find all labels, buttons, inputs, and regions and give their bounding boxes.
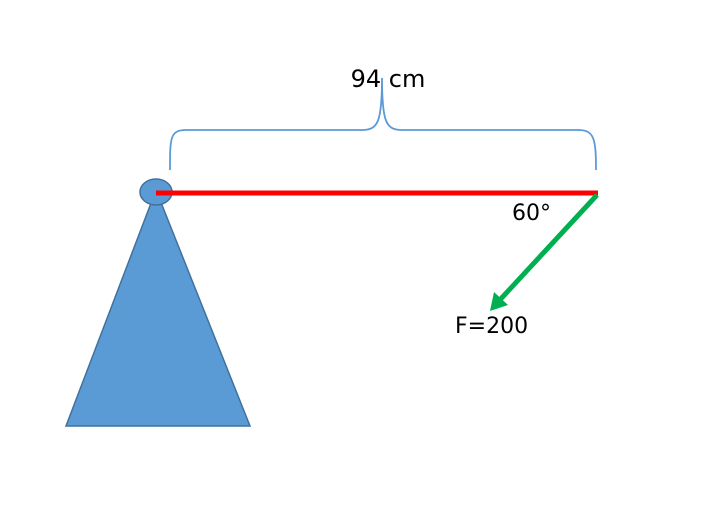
force-arrowhead (490, 292, 508, 311)
force-label: F=200 (455, 314, 528, 339)
angle-label: 60° (512, 201, 551, 226)
force-arrow-icon (493, 193, 599, 307)
length-label: 94 cm (351, 65, 426, 93)
triangle-support-icon (64, 187, 252, 427)
length-bracket (169, 77, 597, 171)
